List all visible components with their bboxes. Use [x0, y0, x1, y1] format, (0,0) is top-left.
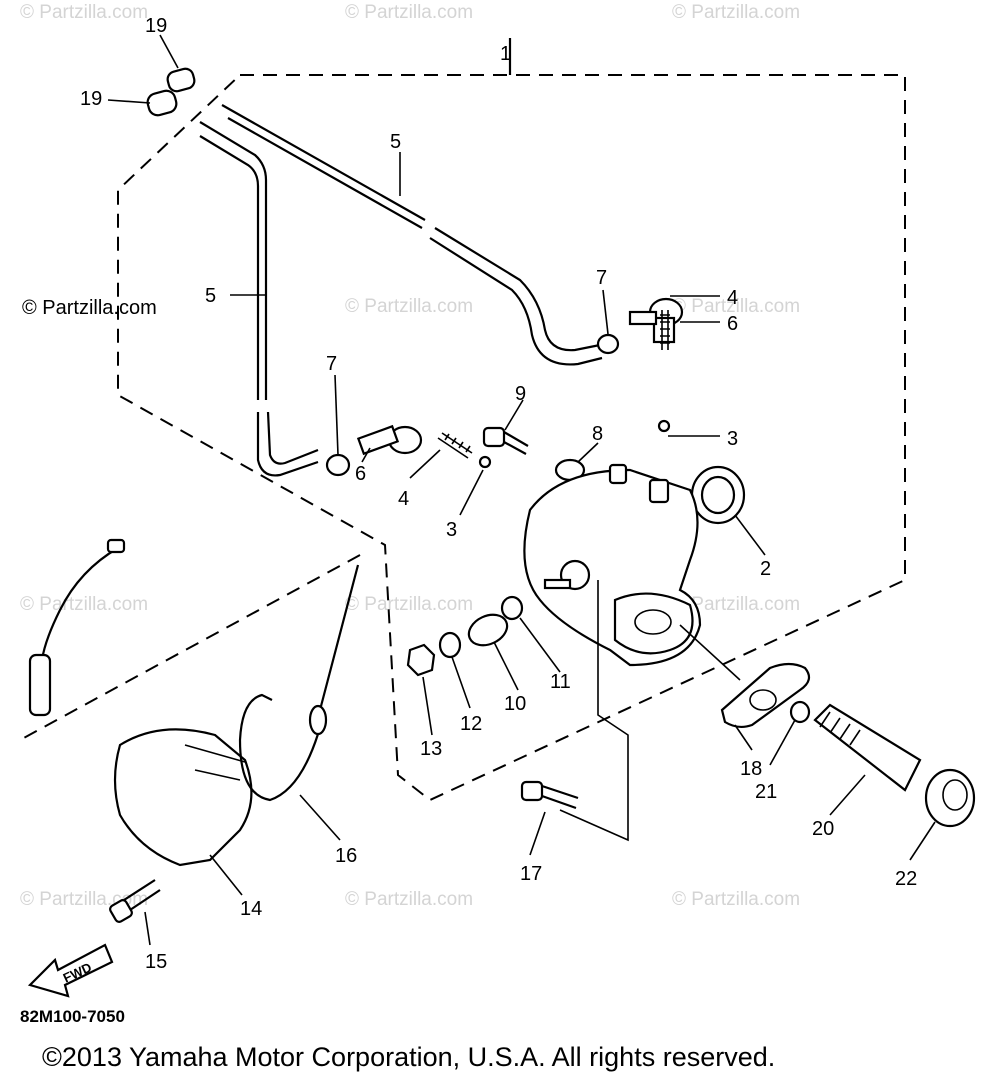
bolt-15	[109, 879, 161, 923]
callout: 5	[205, 285, 216, 307]
watermark: © Partzilla.com	[20, 594, 148, 615]
bolt-17	[520, 780, 579, 810]
callout: 13	[420, 738, 442, 760]
watermark: © Partzilla.com	[345, 296, 473, 317]
watermark: © Partzilla.com	[345, 594, 473, 615]
callout: 7	[596, 267, 607, 289]
callout: 19	[145, 15, 167, 37]
fwd-label: FWD	[61, 960, 94, 986]
callout: 10	[504, 693, 526, 715]
assembly-boundary	[117, 74, 906, 802]
callout: 5	[390, 131, 401, 153]
elbow-fitting-upper	[628, 297, 684, 344]
callout: 4	[727, 287, 738, 309]
bolt-9	[482, 426, 529, 455]
spring-4-upper	[660, 310, 670, 350]
callout: 22	[895, 868, 917, 890]
callout: 11	[550, 671, 571, 693]
wire-lead	[40, 547, 119, 661]
control-cable-16	[238, 693, 320, 802]
callout: 9	[515, 383, 526, 405]
callout: 18	[740, 758, 762, 780]
ball-3-lower	[478, 455, 492, 469]
callout: 19	[80, 88, 102, 110]
callout: 21	[755, 781, 777, 803]
cap-19-upper	[166, 67, 196, 93]
oil-seal-2	[690, 465, 746, 525]
leader-lines	[107, 34, 936, 946]
clamp-7-upper	[596, 333, 620, 355]
gasket-18-hole	[749, 689, 777, 711]
callout: 8	[592, 423, 603, 445]
watermark: © Partzilla.com	[345, 889, 473, 910]
watermark: © Partzilla.com	[672, 889, 800, 910]
hose-upper	[221, 104, 603, 366]
copyright-notice: ©2013 Yamaha Motor Corporation, U.S.A. A…	[42, 1042, 775, 1072]
cap-19-lower	[146, 89, 178, 117]
cover-detail	[184, 744, 246, 781]
callout: 15	[145, 951, 167, 973]
callout: 20	[812, 818, 834, 840]
watermark: © Partzilla.com	[20, 2, 148, 23]
hose-left	[199, 121, 319, 477]
collar-22	[924, 768, 976, 828]
watermark: © Partzilla.com	[672, 296, 800, 317]
washer-12	[438, 631, 462, 659]
control-cable-rod	[318, 564, 360, 711]
callout: 17	[520, 863, 542, 885]
watermark: © Partzilla.com	[672, 594, 800, 615]
callout: 6	[727, 313, 738, 335]
callout: 1	[500, 43, 511, 65]
washer-21	[789, 700, 811, 724]
fwd-arrow-icon: FWD	[27, 943, 114, 998]
elbow-fitting-lower	[356, 424, 423, 456]
nut-13	[406, 643, 436, 677]
cable-end	[308, 704, 328, 736]
pump-cover-14	[113, 728, 253, 867]
callout: 2	[760, 558, 771, 580]
callout: 12	[460, 713, 482, 735]
callout: 7	[326, 353, 337, 375]
wire-terminal	[106, 538, 126, 554]
wire-connector	[28, 653, 52, 717]
watermark: © Partzilla.com	[345, 2, 473, 23]
callout: 16	[335, 845, 357, 867]
watermark: © Partzilla.com	[672, 2, 800, 23]
brand-watermark: © Partzilla.com	[22, 297, 157, 319]
callout: 3	[446, 519, 457, 541]
oil-pump-body	[523, 463, 702, 667]
callouts: 1 2 3 3 4 4 5 5 6 6 7 7 8 9 10 11 12 13 …	[80, 15, 917, 973]
spring-4-lower	[437, 432, 473, 459]
callout: 4	[398, 488, 409, 510]
ball-3-upper	[657, 419, 671, 433]
leader-17-bracket	[559, 580, 629, 842]
drawing-code: 82M100-7050	[20, 1007, 125, 1026]
drive-gear-20	[813, 703, 922, 792]
washer-11	[500, 595, 524, 621]
boundary-lower	[19, 554, 361, 741]
callout: 6	[355, 463, 366, 485]
callout: 3	[727, 428, 738, 450]
callout: 14	[240, 898, 262, 920]
clamp-7-lower	[325, 453, 351, 477]
